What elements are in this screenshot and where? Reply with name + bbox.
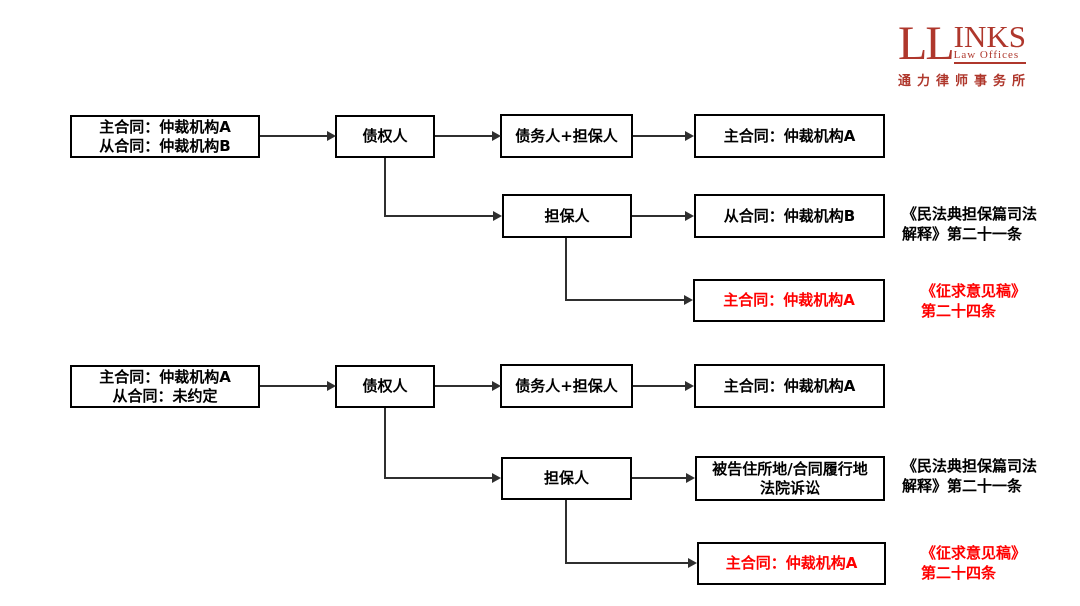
connector-line [260,385,327,387]
flow-a-source-line1: 主合同：仲裁机构A [99,117,231,136]
flow-a-annotation-rule-line2: 解释》第二十一条 [902,225,1023,243]
flow-a-annotation-draft-line1: 《征求意见稿》 [921,282,1027,300]
flow-b-guarantor-result-line1: 被告住所地/合同履行地 [712,459,868,478]
arrow-head [492,473,501,483]
arrow-head [688,558,697,568]
flow-b-main-result-box: 主合同：仲裁机构A [694,364,885,408]
flow-b-highlight-result-box: 主合同：仲裁机构A [697,542,886,585]
connector-line [384,477,492,479]
connector-line [565,238,567,301]
flow-a-source-line2: 从合同：仲裁机构B [99,136,231,155]
flow-b-annotation-rule-line2: 解释》第二十一条 [902,477,1023,495]
llinks-logo: LL INKS Law Offices 通力律师事务所 [898,17,1032,90]
logo-law-offices-label: Law Offices [953,49,1020,62]
flow-b-annotation-rule-line1: 《民法典担保篇司法 [902,457,1038,475]
logo-right-block: INKS Law Offices [953,19,1026,65]
flow-b-debtor-guarantor-box: 债务人+担保人 [500,364,633,408]
arrow-head [327,131,336,141]
connector-line [384,408,386,479]
arrow-head [492,381,501,391]
arrow-head [327,381,336,391]
flow-a-source-box: 主合同：仲裁机构A 从合同：仲裁机构B [70,115,260,158]
flow-b-source-line1: 主合同：仲裁机构A [99,367,231,386]
connector-line [633,385,685,387]
logo-wordmark: LL INKS Law Offices [898,17,1031,70]
logo-ll-letters: LL [898,17,955,70]
connector-line [565,562,688,564]
logo-inks-letters: INKS [953,19,1026,54]
arrow-head [686,473,695,483]
flow-b-guarantor-box: 担保人 [501,457,632,500]
flow-b-creditor-box: 债权人 [335,365,435,408]
flow-b-source-box: 主合同：仲裁机构A 从合同：未约定 [70,365,260,408]
arrow-head [492,131,501,141]
arrow-head [493,211,502,221]
connector-line [632,215,685,217]
flow-a-annotation-draft-line2: 第二十四条 [921,302,997,320]
flow-b-annotation-draft-line2: 第二十四条 [921,564,997,582]
connector-line [632,477,686,479]
connector-line [565,299,684,301]
connector-line [260,135,327,137]
flow-a-highlight-result-box: 主合同：仲裁机构A [693,279,885,322]
connector-line [384,215,493,217]
flow-a-annotation-rule: 《民法典担保篇司法 解释》第二十一条 [902,204,1037,244]
flow-b-guarantor-result-line2: 法院诉讼 [759,478,820,497]
arrow-head [684,295,693,305]
connector-line [435,135,492,137]
flow-b-annotation-draft-line1: 《征求意见稿》 [921,544,1027,562]
arrow-head [685,381,694,391]
flow-a-guarantor-result-box: 从合同：仲裁机构B [694,194,885,238]
flow-b-annotation-rule: 《民法典担保篇司法 解释》第二十一条 [902,456,1037,496]
connector-line [384,158,386,217]
arrow-head [685,131,694,141]
flow-b-guarantor-result-box: 被告住所地/合同履行地 法院诉讼 [695,456,885,501]
arrow-head [685,211,694,221]
connector-line [633,135,685,137]
flow-a-guarantor-box: 担保人 [502,194,632,238]
connector-line [435,385,492,387]
flow-b-source-line2: 从合同：未约定 [112,386,218,405]
flow-a-debtor-guarantor-box: 债务人+担保人 [500,114,633,158]
flow-b-annotation-draft: 《征求意见稿》 第二十四条 [921,543,1026,583]
connector-line [565,500,567,564]
flow-a-annotation-draft: 《征求意见稿》 第二十四条 [921,281,1026,321]
flow-a-creditor-box: 债权人 [335,115,435,158]
logo-chinese-name: 通力律师事务所 [898,74,1032,90]
flow-a-annotation-rule-line1: 《民法典担保篇司法 [902,205,1038,223]
flow-a-main-result-box: 主合同：仲裁机构A [694,114,885,158]
